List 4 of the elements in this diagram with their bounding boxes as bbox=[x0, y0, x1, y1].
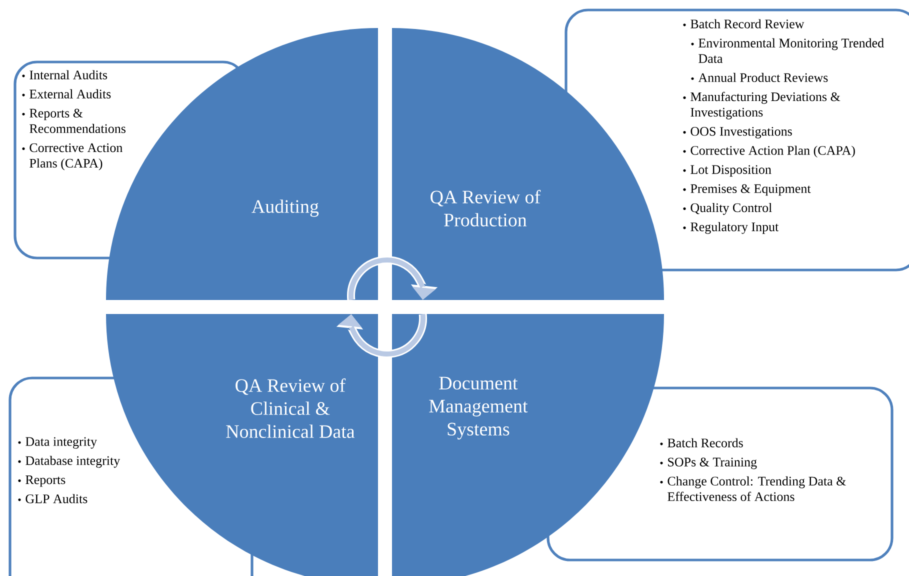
quadrant: Document Management Systems bbox=[392, 314, 664, 576]
cycle-arrow bbox=[347, 256, 438, 300]
quadrant: QA Review of Production bbox=[392, 28, 664, 300]
cycle-arrow bbox=[336, 314, 427, 358]
